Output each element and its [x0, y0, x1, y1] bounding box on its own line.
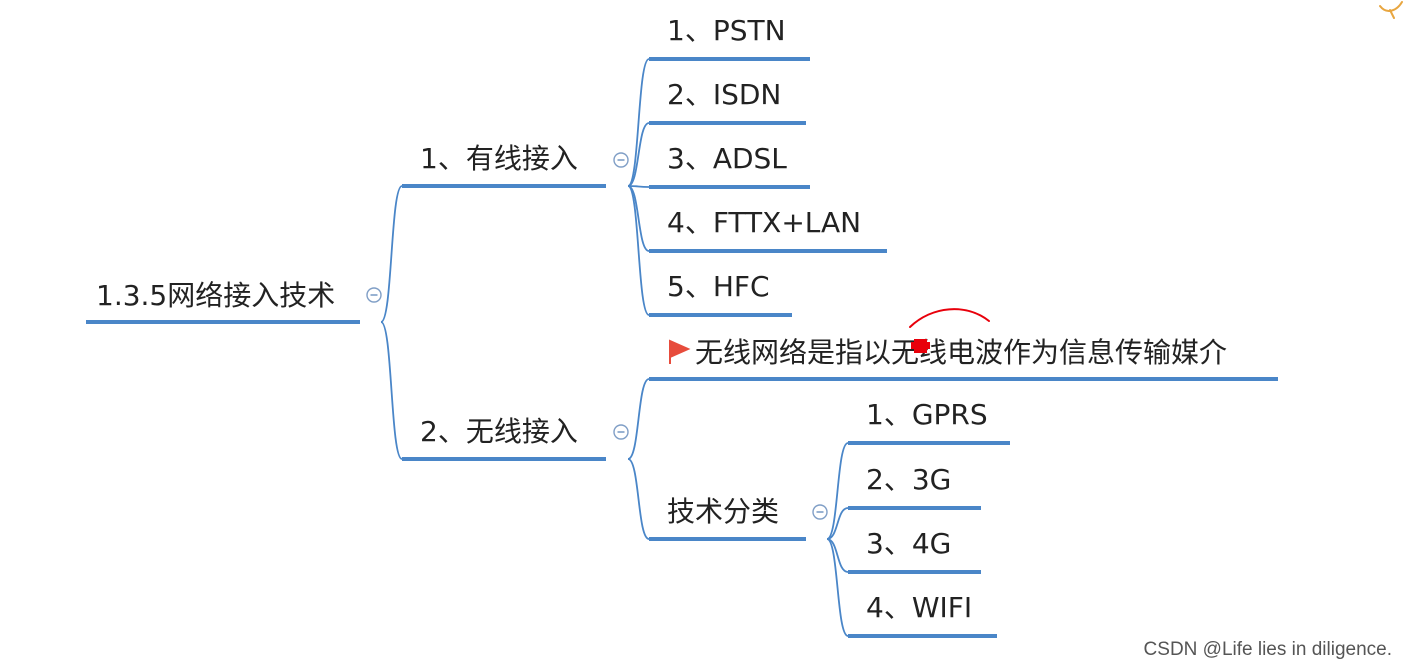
- node-adsl-label: 3、ADSL: [667, 142, 787, 175]
- collapse-toggle-wired[interactable]: [613, 152, 629, 168]
- node-root[interactable]: 1.3.5网络接入技术: [86, 279, 360, 324]
- wireless-connector-2: [627, 458, 650, 540]
- node-root-label: 1.3.5网络接入技术: [96, 279, 335, 312]
- tech-category-connector-4: [826, 538, 849, 637]
- node-fttx-lan[interactable]: 4、FTTX+LAN: [649, 206, 887, 253]
- node-wireless-definition[interactable]: 无线网络是指以无线电波作为信息传输媒介: [649, 336, 1278, 381]
- wired-connector-2: [627, 122, 650, 187]
- node-tech-category[interactable]: 技术分类: [649, 495, 806, 541]
- node-isdn[interactable]: 2、ISDN: [649, 78, 806, 125]
- node-3g[interactable]: 2、3G: [848, 463, 981, 510]
- node-fttx-lan-label: 4、FTTX+LAN: [667, 206, 861, 239]
- node-gprs-label: 1、GPRS: [866, 398, 988, 431]
- wired-connector-1: [627, 58, 650, 187]
- node-wifi-label: 4、WIFI: [866, 591, 972, 624]
- root-connector-1: [380, 185, 403, 323]
- node-adsl[interactable]: 3、ADSL: [649, 142, 810, 189]
- corner-decoration: [1379, 1, 1403, 19]
- node-wireless-access-label: 2、无线接入: [420, 415, 578, 448]
- node-3g-label: 2、3G: [866, 463, 951, 496]
- watermark-text: CSDN @Life lies in diligence.: [1143, 639, 1392, 660]
- wired-connector-5: [627, 185, 650, 316]
- node-wireless-access[interactable]: 2、无线接入: [402, 415, 606, 461]
- node-wifi[interactable]: 4、WIFI: [848, 591, 997, 638]
- wireless-connector-1: [627, 378, 650, 460]
- node-pstn[interactable]: 1、PSTN: [649, 14, 810, 61]
- red-ink-annotation: [909, 308, 990, 353]
- node-wired-access[interactable]: 1、有线接入: [402, 142, 606, 188]
- node-4g[interactable]: 3、4G: [848, 527, 981, 574]
- node-hfc[interactable]: 5、HFC: [649, 270, 792, 317]
- tech-category-connector-2: [826, 507, 849, 540]
- collapse-toggle-wireless[interactable]: [613, 424, 629, 440]
- flag-icon: [669, 339, 691, 364]
- node-wired-access-label: 1、有线接入: [420, 142, 578, 175]
- root-connector-2: [380, 321, 403, 460]
- node-gprs[interactable]: 1、GPRS: [848, 398, 1010, 445]
- node-4g-label: 3、4G: [866, 527, 951, 560]
- node-tech-category-label: 技术分类: [667, 495, 779, 528]
- tech-category-connector-1: [826, 442, 849, 540]
- node-wireless-definition-label: 无线网络是指以无线电波作为信息传输媒介: [695, 336, 1227, 369]
- node-isdn-label: 2、ISDN: [667, 78, 781, 111]
- node-pstn-label: 1、PSTN: [667, 14, 786, 47]
- branch-connectors: [380, 58, 849, 637]
- collapse-toggle-root[interactable]: [366, 287, 382, 303]
- collapse-toggle-tech-category[interactable]: [812, 504, 828, 520]
- node-hfc-label: 5、HFC: [667, 270, 770, 303]
